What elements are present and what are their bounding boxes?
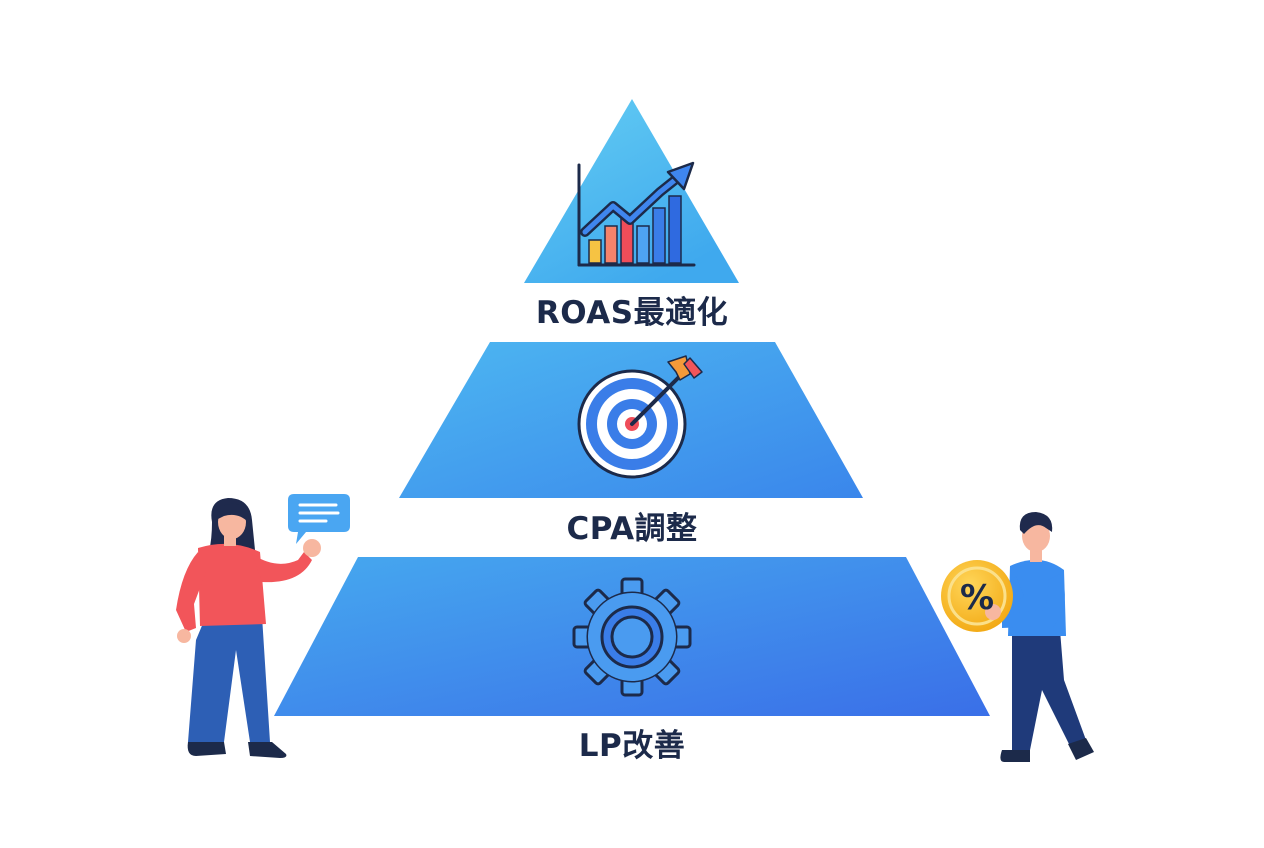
tier-label-lp: LP改善 <box>578 728 686 764</box>
woman-presenting-figure <box>176 498 321 758</box>
growth-chart-icon <box>577 161 696 267</box>
target-icon <box>577 355 703 479</box>
percent-coin-icon <box>941 560 1013 632</box>
tier-label-roas: ROAS最適化 <box>535 295 729 331</box>
tier-label-cpa: CPA調整 <box>566 511 698 547</box>
gear-icon <box>572 577 692 697</box>
speech-bubble-icon <box>288 494 350 544</box>
coin-percent-text: % <box>960 578 994 618</box>
man-holding-coin-figure <box>990 512 1094 762</box>
